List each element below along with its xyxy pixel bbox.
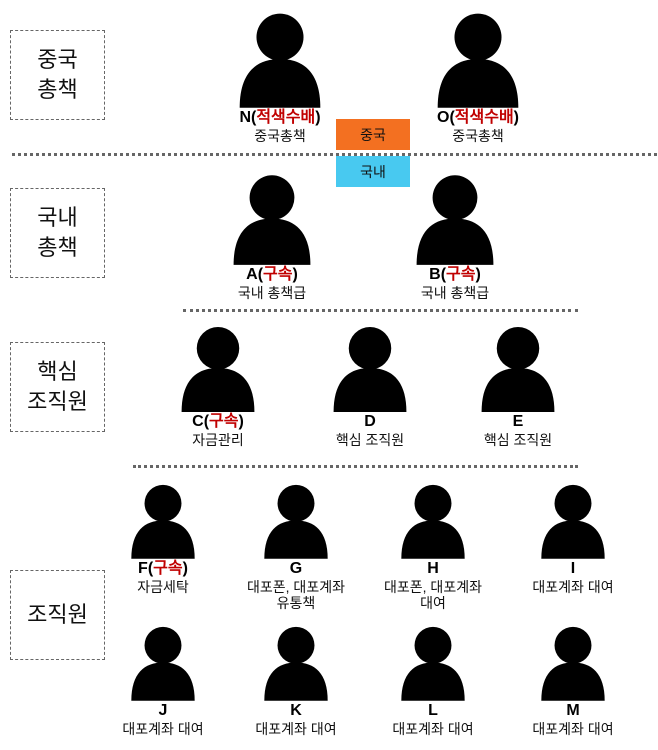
tier-box-member: 조직원	[10, 570, 105, 660]
person-name: M	[566, 702, 580, 719]
person-silhouette-icon	[233, 175, 311, 265]
separator-domestic-core	[183, 309, 578, 312]
status-label: 적색수배	[256, 109, 316, 126]
person-o: O(적색수배) 중국총책	[393, 10, 563, 144]
domestic-flag: 국내	[336, 156, 410, 187]
person-name: K	[290, 702, 302, 719]
person-h: H 대포폰, 대포계좌 대여	[348, 482, 518, 611]
person-role: 국내 총책급	[237, 285, 307, 301]
person-silhouette-icon	[401, 626, 465, 701]
china-flag-label: 중국	[360, 126, 386, 143]
person-silhouette-icon	[131, 484, 195, 559]
tier-label-line1: 중국	[37, 47, 78, 72]
person-role-line2: 대여	[420, 595, 446, 611]
person-a: A(구속) 국내 총책급	[187, 172, 357, 301]
person-role: 핵심 조직원	[483, 432, 553, 448]
person-silhouette-icon	[264, 626, 328, 701]
person-name-line: B(구속)	[429, 266, 481, 283]
person-role: 국내 총책급	[420, 285, 490, 301]
person-n: N(적색수배) 중국총책	[195, 10, 365, 144]
person-silhouette-icon	[333, 327, 407, 412]
person-i: I 대포계좌 대여	[488, 482, 658, 595]
person-d: D 핵심 조직원	[285, 324, 455, 448]
status-label: 구속	[263, 266, 293, 283]
tier-box-china: 중국 총책	[10, 30, 105, 120]
person-f: F(구속) 자금세탁	[78, 482, 248, 595]
person-name-line: F(구속)	[138, 560, 188, 577]
person-silhouette-icon	[416, 175, 494, 265]
person-role: 핵심 조직원	[335, 432, 405, 448]
tier-label-line2: 조직원	[27, 389, 88, 414]
person-m: M 대포계좌 대여	[488, 624, 658, 737]
person-name: D	[364, 413, 376, 430]
person-j: J 대포계좌 대여	[78, 624, 248, 737]
tier-label-line1: 핵심	[37, 359, 78, 384]
person-silhouette-icon	[264, 484, 328, 559]
person-role: 대포계좌 대여	[532, 579, 614, 595]
person-b: B(구속) 국내 총책급	[370, 172, 540, 301]
person-silhouette-icon	[401, 484, 465, 559]
person-role: 자금관리	[192, 432, 244, 448]
china-flag: 중국	[336, 119, 410, 150]
person-role: 대포계좌 대여	[392, 721, 474, 737]
person-name-line: O(적색수배)	[437, 109, 519, 126]
status-label: 구속	[209, 413, 239, 430]
person-name: H	[427, 560, 439, 577]
person-role-line2: 유통책	[276, 595, 316, 611]
person-e: E 핵심 조직원	[433, 324, 603, 448]
person-silhouette-icon	[541, 484, 605, 559]
person-role: 중국총책	[254, 128, 306, 144]
tier-label-line2: 총책	[37, 77, 78, 102]
person-k: K 대포계좌 대여	[211, 624, 381, 737]
person-silhouette-icon	[437, 13, 519, 108]
person-silhouette-icon	[481, 327, 555, 412]
separator-core-member	[133, 465, 578, 468]
person-name: E	[512, 413, 524, 430]
person-role: 대포폰, 대포계좌	[384, 579, 482, 595]
domestic-flag-label: 국내	[360, 163, 386, 180]
person-role: 중국총책	[452, 128, 504, 144]
person-silhouette-icon	[541, 626, 605, 701]
person-role: 자금세탁	[137, 579, 189, 595]
person-name-line: N(적색수배)	[239, 109, 321, 126]
person-silhouette-icon	[131, 626, 195, 701]
tier-label-line1: 국내	[37, 205, 78, 230]
tier-label-line2: 총책	[37, 235, 78, 260]
person-name-line: A(구속)	[246, 266, 298, 283]
person-silhouette-icon	[239, 13, 321, 108]
status-label: 적색수배	[454, 109, 514, 126]
person-name: L	[428, 702, 438, 719]
person-role: 대포계좌 대여	[532, 721, 614, 737]
person-name: I	[570, 560, 576, 577]
tier-box-core: 핵심 조직원	[10, 342, 105, 432]
tier-box-domestic: 국내 총책	[10, 188, 105, 278]
person-role: 대포계좌 대여	[122, 721, 204, 737]
person-role: 대포계좌 대여	[255, 721, 337, 737]
person-c: C(구속) 자금관리	[133, 324, 303, 448]
person-name-line: C(구속)	[192, 413, 244, 430]
person-name: G	[289, 560, 303, 577]
person-l: L 대포계좌 대여	[348, 624, 518, 737]
person-role: 대포폰, 대포계좌	[247, 579, 345, 595]
status-label: 구속	[446, 266, 476, 283]
person-g: G 대포폰, 대포계좌 유통책	[211, 482, 381, 611]
person-silhouette-icon	[181, 327, 255, 412]
separator-china-domestic	[12, 153, 657, 156]
tier-label-line1: 조직원	[27, 602, 88, 627]
person-name: J	[158, 702, 168, 719]
status-label: 구속	[153, 560, 183, 577]
